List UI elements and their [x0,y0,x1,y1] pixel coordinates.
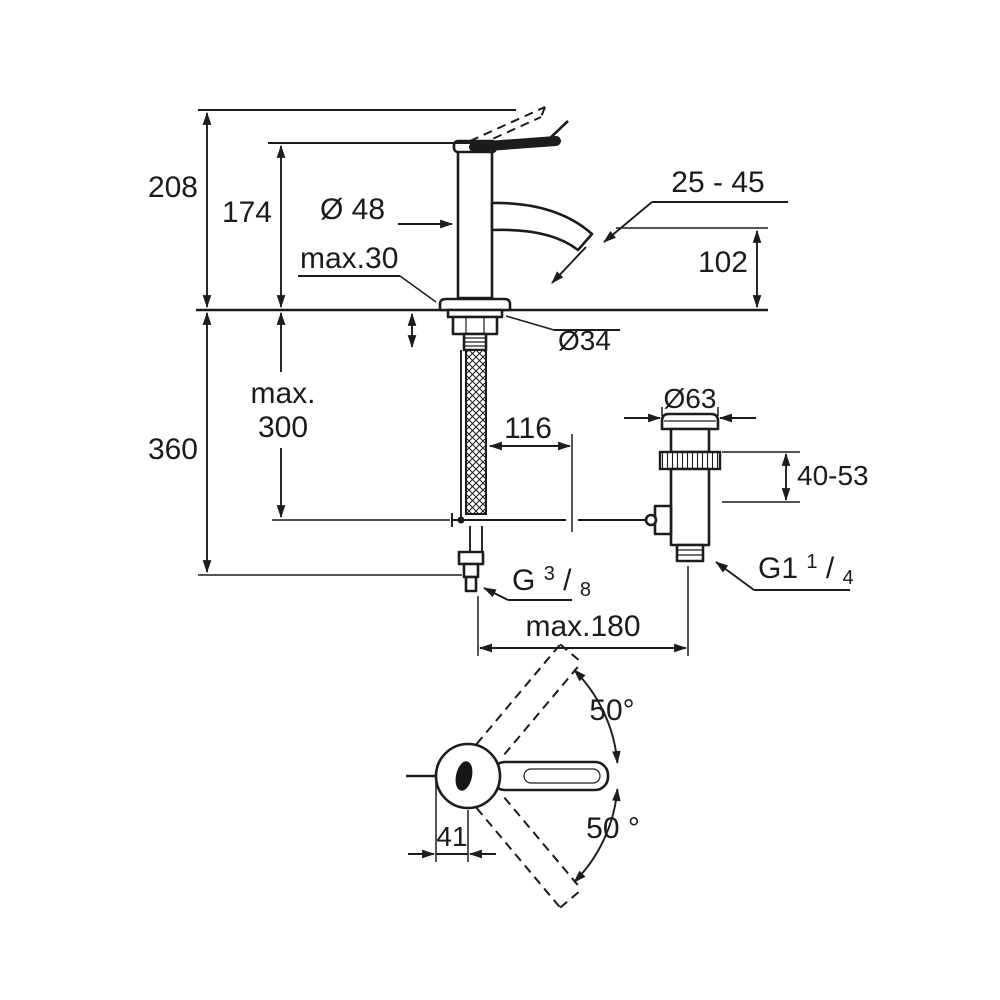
waste-assembly [644,412,722,563]
lever-raised-dashed [465,106,546,152]
dim-supply-thread: G 3 / 8 [483,554,591,601]
connector-tube [464,575,478,593]
swing-dashed-upper [475,643,583,756]
dim-height-to-body-top: 174 [222,144,286,309]
rod-joint [457,516,465,524]
dim-waste-flange-diameter: Ø63 [624,383,756,423]
raised-lever-edge [469,106,546,142]
dim-body-diameter: Ø 48 [320,193,454,229]
waste-tailpiece [675,543,705,563]
supply-thread-numerator: 3 [544,563,555,585]
top-view: 50° 50 ° 41 [406,643,640,909]
dim-max-hose-length: max. 300 [250,311,450,521]
dim-below-deck-height: 360 [148,311,462,576]
dashed-lever-edge [475,807,561,909]
dashed-lever-edge [503,796,583,891]
supply-hose-braided [465,349,487,515]
leader-arrow [483,587,509,601]
handle-lever-top [490,760,610,792]
dim-waste-thread: G1 1 / 4 [715,542,854,591]
label-waste-thread: G1 1 / 4 [758,542,854,589]
leader-arrow [715,561,755,591]
label-spout-height: 102 [698,246,748,279]
dashed-lever-cap [559,643,583,664]
faucet-body [456,148,494,300]
lever-handle [469,136,561,152]
hose-connector [457,550,485,593]
waste-thread-denominator: 4 [843,567,854,589]
mounting-nut [451,315,499,336]
label-below-deck-height: 360 [148,433,198,466]
dim-max-reach: max.180 [477,566,689,656]
dashed-lever-cap [559,888,583,909]
label-swing-upper: 50° [589,694,634,727]
label-supply-thread: G 3 / 8 [512,554,591,601]
leader-line [505,315,555,331]
label-body-diameter: Ø 48 [320,193,385,226]
label-swing-lower: 50 ° [586,812,640,845]
dim-handle-offset: 41 [408,782,496,862]
leader-arrow [603,201,653,243]
swing-arc-upper [573,669,621,764]
leader-line [399,275,437,303]
dim-waste-adjust-range: 40-53 [722,451,869,503]
dim-spout-height: 102 [616,227,768,309]
base-plinth [438,297,512,312]
rod-side-port [653,504,673,536]
supply-thread-prefix: G [512,564,535,597]
rod-clevis [644,513,658,527]
fraction-slash: / [826,552,835,585]
connector-nut [457,550,485,566]
label-handle-offset: 41 [436,821,467,852]
raised-lever-edge [465,116,542,152]
dashed-lever-edge [503,661,583,756]
raised-lever-cap [540,106,546,118]
label-overall-height: 208 [148,171,198,204]
connector-hex [462,562,480,579]
label-waste-adjust-range: 40-53 [797,460,869,491]
dashed-lever-edge [475,643,561,745]
label-height-to-body-top: 174 [222,196,272,229]
waste-neck [669,427,711,454]
fraction-slash: / [563,564,572,597]
label-max-hose-value: 300 [258,411,308,444]
dim-max-deck-thickness: max.30 [298,242,437,349]
dim-overall-height: 208 [148,111,212,309]
waste-body [669,467,711,547]
supply-thread-denominator: 8 [580,579,591,601]
spout [490,201,594,252]
dim-rod-offset: 116 [488,412,573,532]
waste-collar [658,450,722,471]
dim-hole-diameter: Ø34 [505,315,620,356]
label-waste-flange-diameter: Ø63 [664,383,717,414]
label-max-reach: max.180 [525,610,640,643]
waste-thread-prefix: G1 [758,552,798,585]
swing-arc-lower [573,788,621,883]
swing-dashed-lower [475,796,583,909]
lever-pin [547,120,569,141]
water-stream-arrow [551,246,587,284]
handle-slot [523,768,601,784]
label-rod-offset: 116 [504,412,552,445]
label-max-hose-word: max. [250,377,315,410]
label-max-deck-thickness: max.30 [300,242,398,275]
dim-aerator-range: 25 - 45 [603,166,788,243]
waste-thread-numerator: 1 [806,551,817,573]
label-aerator-range: 25 - 45 [671,166,764,199]
handle-stem [455,761,473,791]
front-view [196,106,768,593]
